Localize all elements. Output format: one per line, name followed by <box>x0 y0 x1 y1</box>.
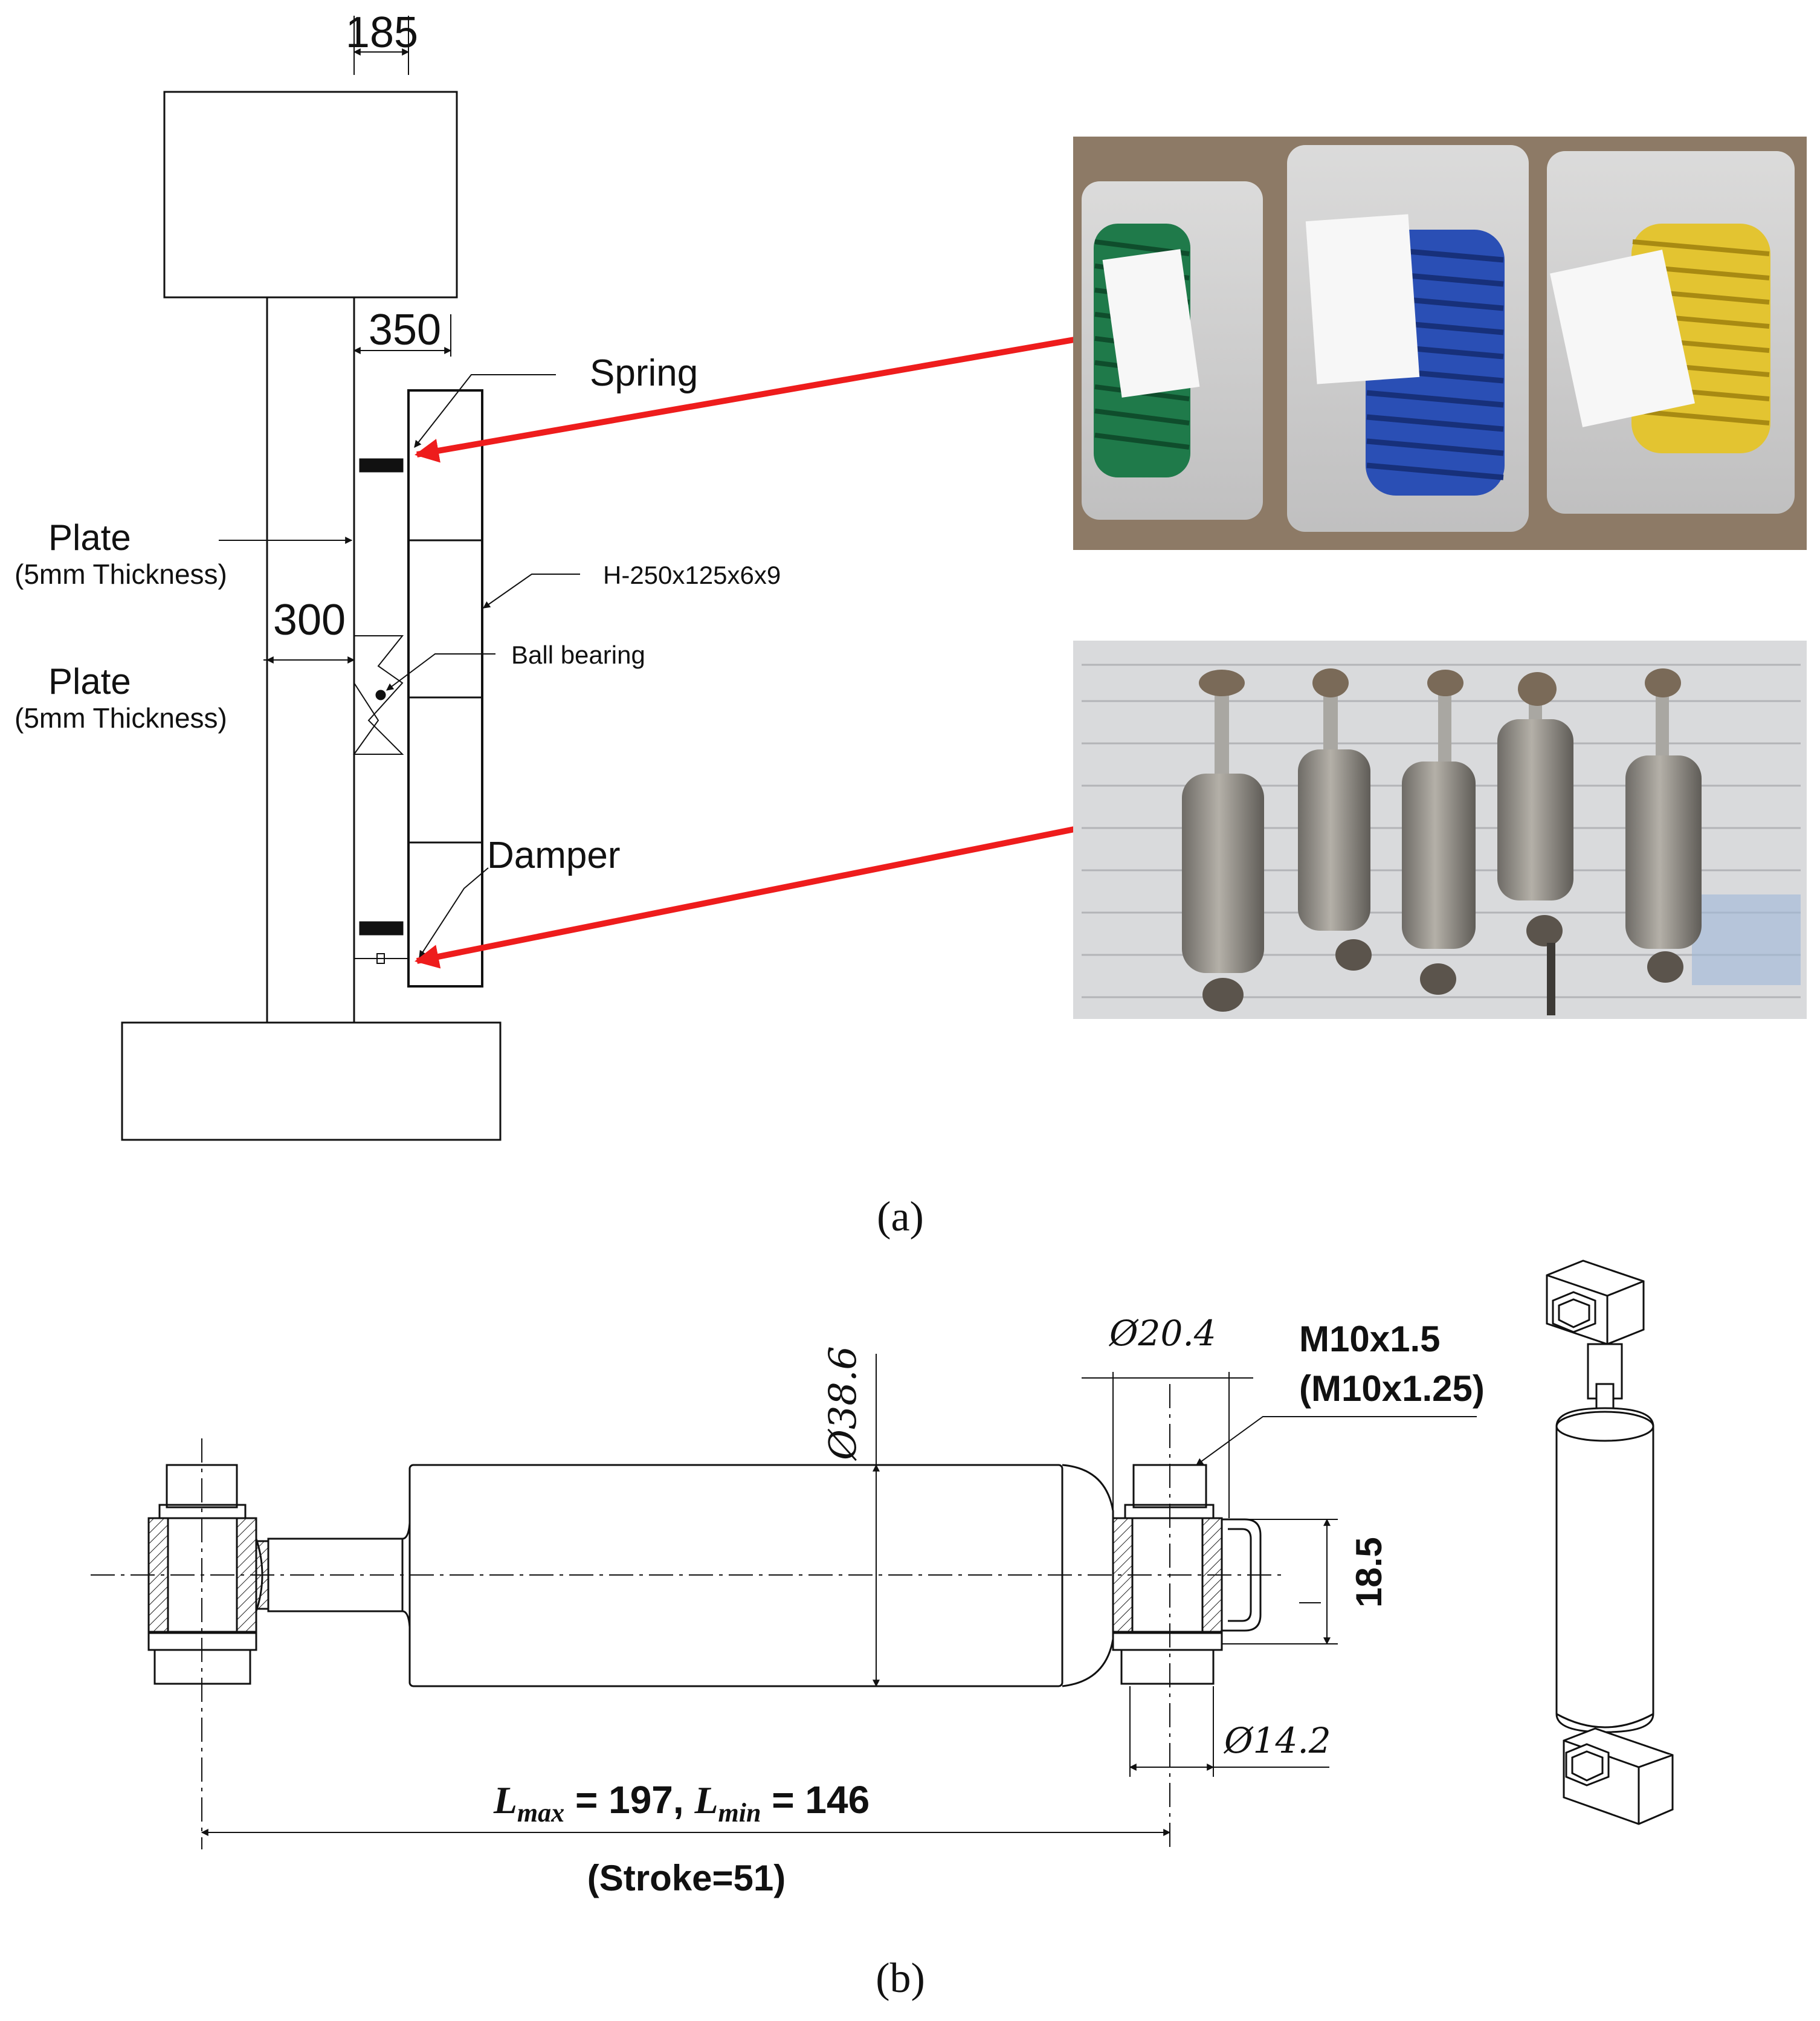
panel-b-drawing <box>91 1354 1477 1849</box>
damper-mark <box>359 921 404 936</box>
h-section-beam <box>407 389 483 988</box>
dim-300: 300 <box>273 596 346 644</box>
spring-red-arrow <box>415 337 1075 463</box>
ball-bearing-label: Ball bearing <box>511 641 645 669</box>
damper-leader <box>419 867 489 959</box>
dim-350: 350 <box>369 306 441 354</box>
damper-3d-view <box>1546 1259 1674 1825</box>
piston-rod <box>267 1538 404 1612</box>
dampers-photo <box>1073 641 1807 1019</box>
damper-small-box <box>376 953 385 964</box>
thread-leader <box>1196 1416 1477 1466</box>
panel-b-labels: Ø38.6 Ø20.4 M10x1.5 (M10x1.25) 18.5 Ø14.… <box>493 1313 1485 2002</box>
damper-photo-2 <box>1298 668 1372 971</box>
plate2-title: Plate <box>48 661 131 702</box>
dim-bolt-dia: Ø14.2 <box>1223 1720 1331 1761</box>
caption-a: (a) <box>877 1194 924 1240</box>
panel-a-labels: 185 350 300 Spring Plate (5mm Thickness)… <box>15 8 924 1240</box>
spring-label: Spring <box>590 352 698 394</box>
damper-body <box>408 1464 1063 1687</box>
damper-label: Damper <box>487 835 621 876</box>
dim-eye-width: 18.5 <box>1349 1537 1389 1608</box>
base-block <box>121 1021 502 1141</box>
dim-body-dia: Ø38.6 <box>821 1346 865 1461</box>
ball-bearing-leader <box>386 653 495 691</box>
spring-mark <box>359 458 404 473</box>
dim-length: Lmax = 197, Lmin = 146 <box>493 1778 870 1828</box>
spring-leader <box>414 374 556 448</box>
damper-red-arrow <box>415 826 1075 969</box>
springs-photo <box>1073 137 1807 550</box>
plate1-title: Plate <box>48 517 131 558</box>
top-mass <box>163 91 458 299</box>
section-label: H-250x125x6x9 <box>603 561 781 589</box>
red-arrows <box>415 337 1075 969</box>
damper-photo-5 <box>1625 668 1702 983</box>
ball-bearing-dot <box>375 690 386 700</box>
ball-bearing-bracket <box>353 635 404 755</box>
damper-photo-1 <box>1182 670 1264 1012</box>
dim-thread-1: M10x1.5 <box>1299 1319 1441 1359</box>
dim-thread-2: (M10x1.25) <box>1299 1368 1485 1409</box>
right-eye-assembly <box>1112 1464 1262 1685</box>
dim-eye-dia: Ø20.4 <box>1108 1313 1216 1354</box>
damper-photo-3 <box>1402 670 1476 995</box>
caption-b: (b) <box>876 1955 925 2002</box>
section-leader <box>483 574 580 609</box>
left-eye-assembly <box>147 1464 269 1685</box>
plate2-sub: (5mm Thickness) <box>15 702 227 734</box>
damper-photo-4 <box>1497 672 1573 1015</box>
panel-a-drawing <box>121 16 580 1141</box>
plate1-sub: (5mm Thickness) <box>15 558 227 590</box>
dim-stroke: (Stroke=51) <box>587 1858 786 1898</box>
dim-185: 185 <box>346 8 418 57</box>
